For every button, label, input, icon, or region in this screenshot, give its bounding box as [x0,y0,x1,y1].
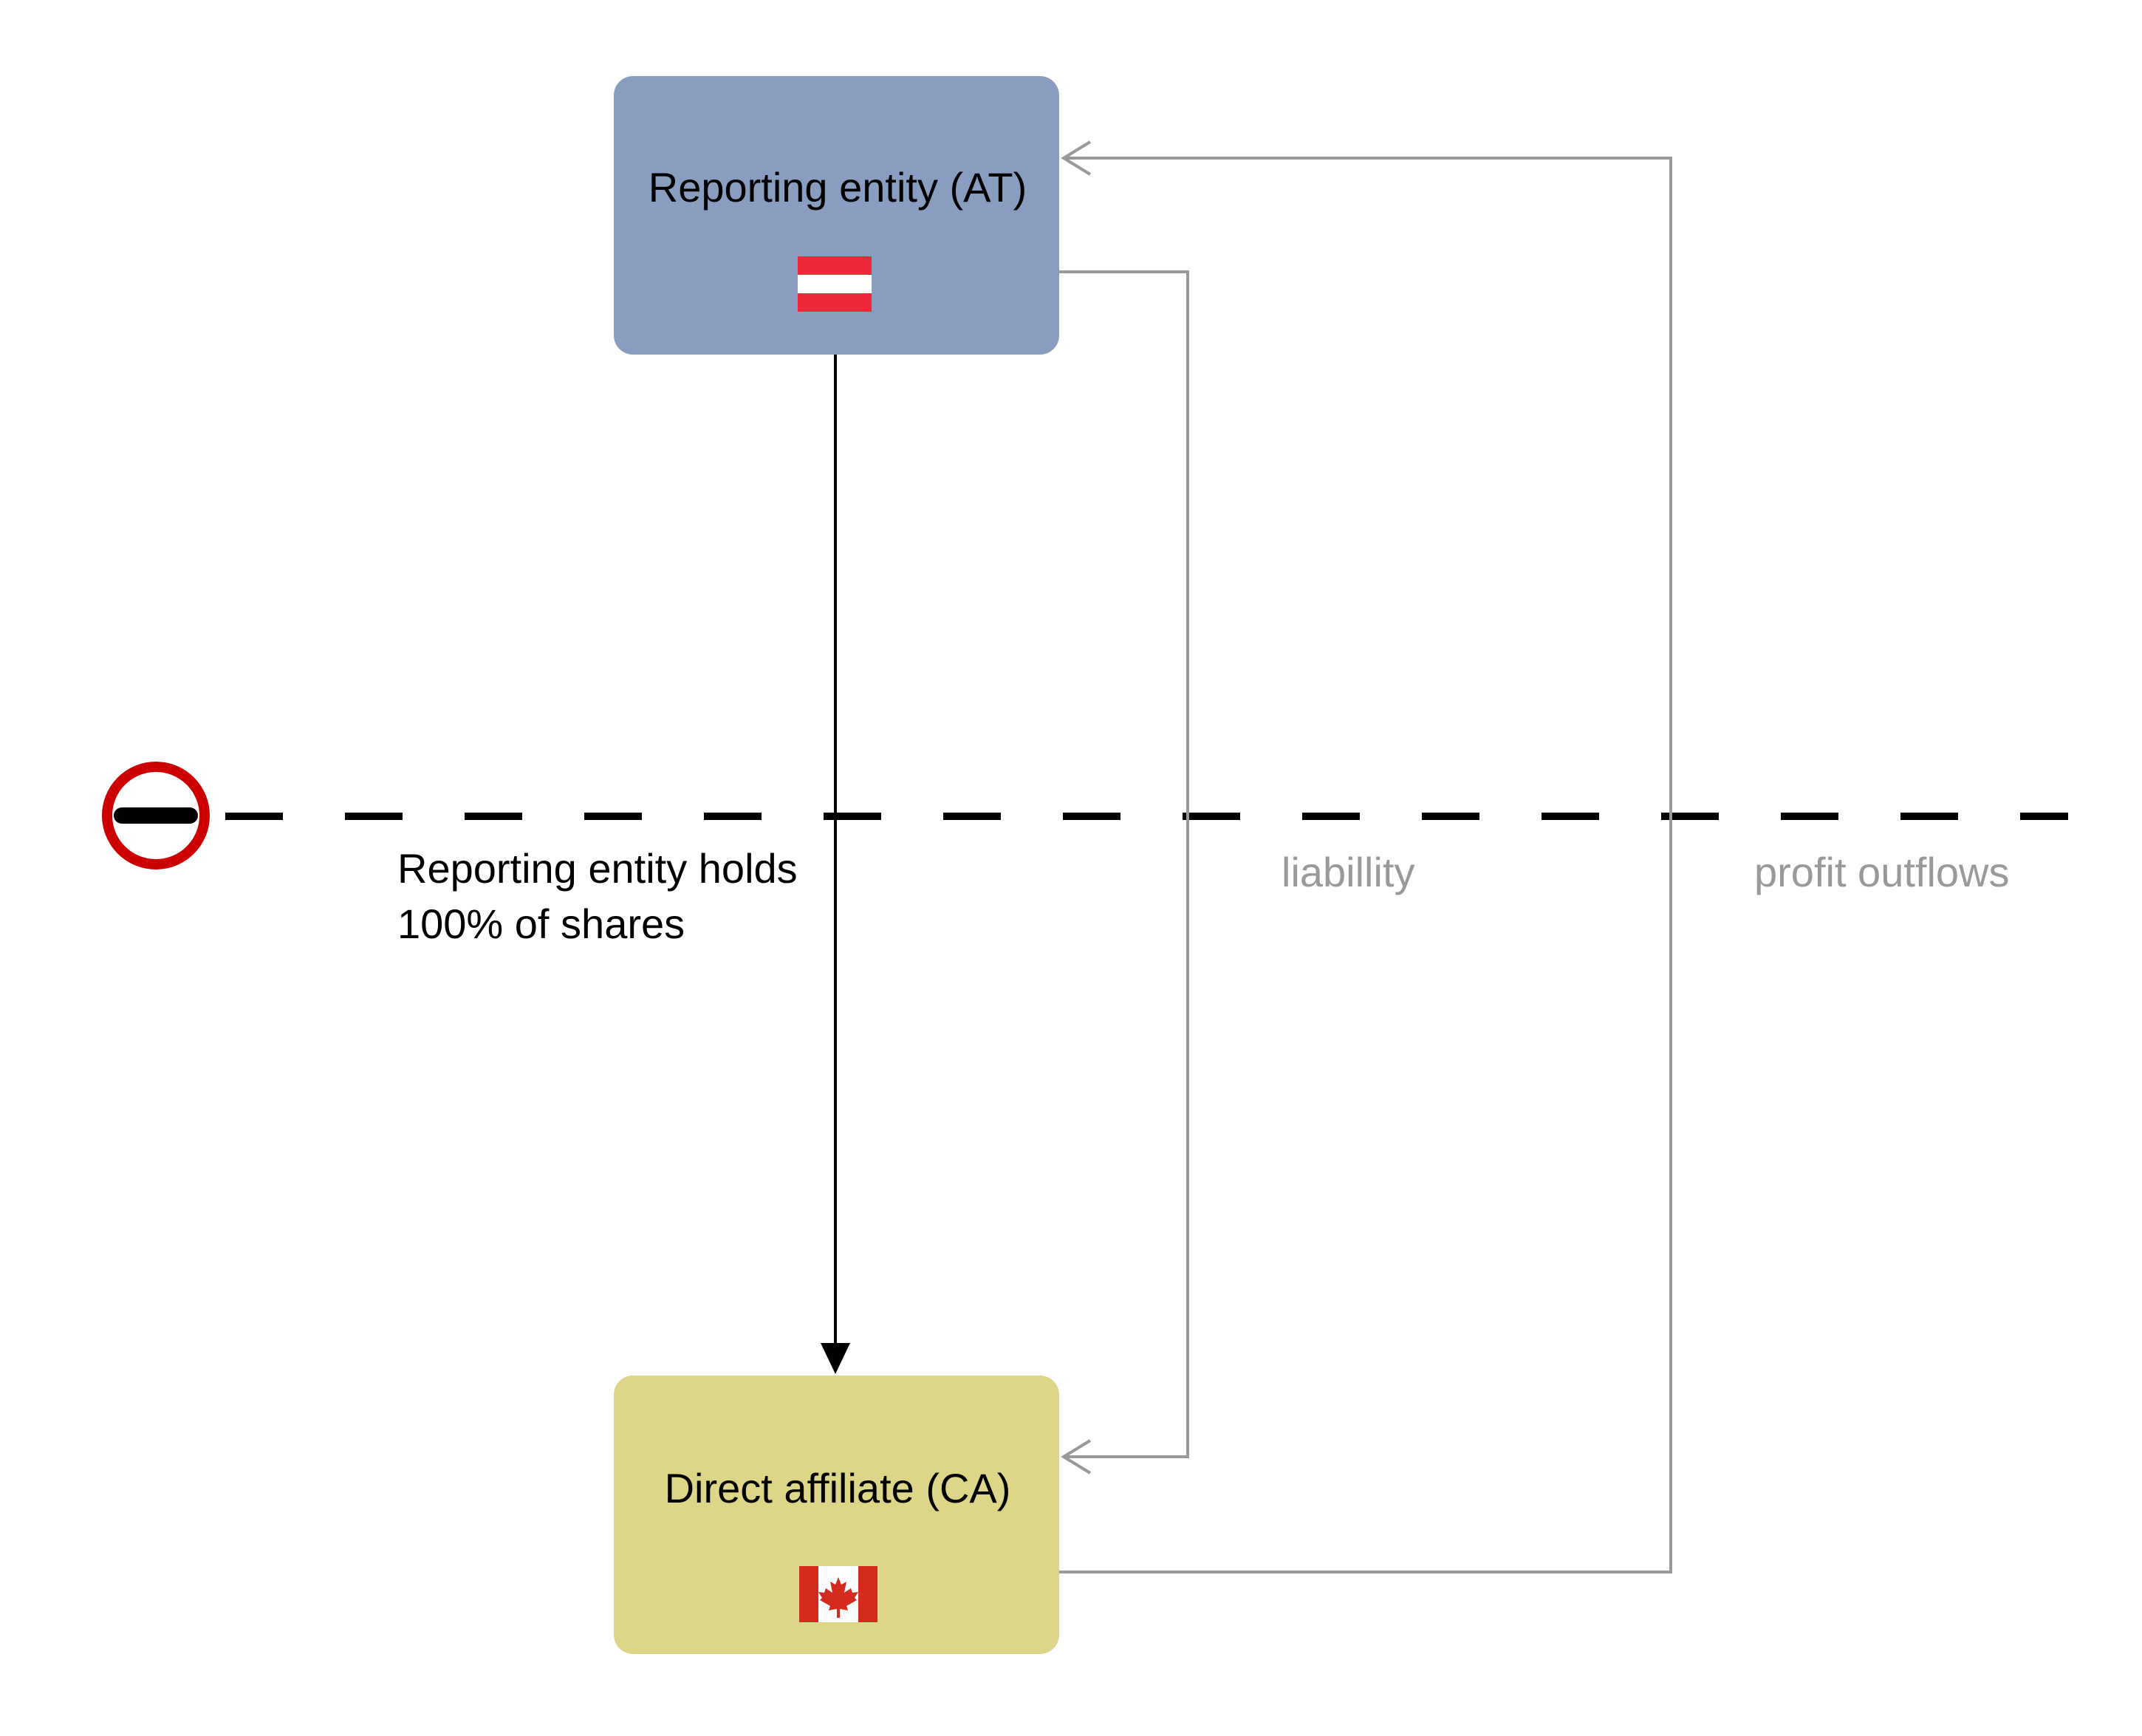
border-sign-icon [102,762,210,869]
maple-leaf-icon [818,1577,858,1618]
shareholding-arrow [821,355,850,1374]
direct-affiliate-node: Direct affiliate (CA) [614,1376,1059,1654]
profit-outflows-label: profit outflows [1754,849,2010,895]
shareholding-label-line2: 100% of shares [397,901,685,947]
austria-flag-icon [798,256,872,312]
shareholding-label-line1: Reporting entity holds [397,845,798,892]
liability-connector [1059,270,1189,1474]
direct-affiliate-label: Direct affiliate (CA) [665,1465,1011,1511]
profit-outflows-connector [1059,140,1672,1573]
reporting-entity-label: Reporting entity (AT) [649,164,1027,211]
liability-label: liabillity [1282,849,1415,895]
reporting-entity-node: Reporting entity (AT) [614,76,1059,355]
canada-flag-icon [799,1566,877,1622]
